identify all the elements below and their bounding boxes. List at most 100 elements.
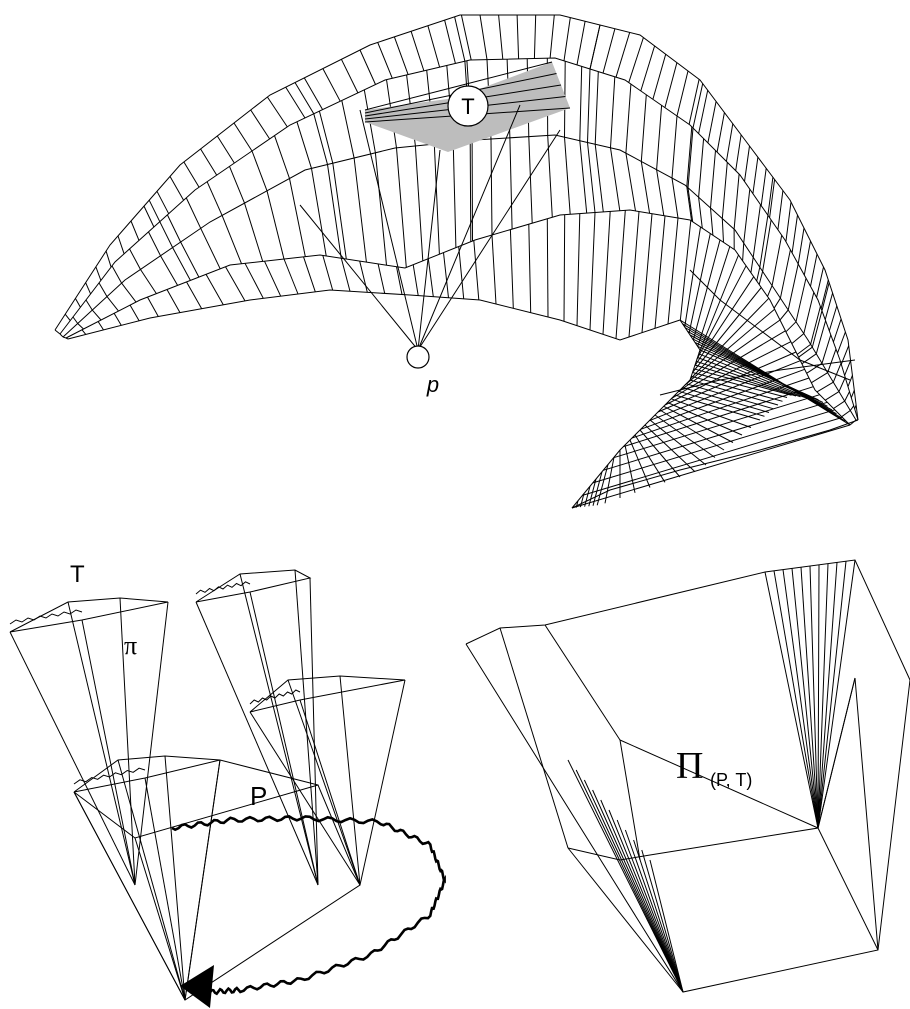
base-edge	[219, 759, 319, 786]
surface-hatch-line	[244, 263, 264, 299]
surface-hatch-line	[205, 274, 224, 306]
surface-hatch-line	[460, 14, 472, 61]
surface-hatch-line	[801, 353, 817, 365]
surface-hatch-line	[183, 161, 200, 188]
surface-hatch-line	[579, 66, 583, 141]
surface-hatch-line	[692, 372, 788, 398]
surface-hatch-line	[841, 410, 851, 418]
cone-edge	[294, 569, 319, 886]
surface-hatch-line	[844, 391, 850, 402]
surface-hatch-line	[762, 219, 772, 272]
surface-hatch-line	[443, 252, 449, 298]
surface-hatch-line	[588, 478, 597, 507]
surface-hatch-line	[582, 416, 843, 496]
cone-edge	[249, 711, 361, 886]
cone-edge	[67, 601, 136, 886]
surface-hatch-line	[649, 419, 707, 466]
surface-hatch-line	[854, 404, 857, 410]
surface-hatch-line	[623, 386, 814, 448]
cone-cap	[195, 581, 251, 595]
surface-hatch-line	[838, 377, 846, 392]
surface-hatch-line	[332, 163, 347, 260]
surface-hatch-line	[750, 257, 754, 273]
fan-line	[641, 849, 684, 993]
fan-line	[592, 789, 684, 993]
surface-hatch-line	[285, 86, 306, 119]
surface-hatch-line	[696, 360, 801, 398]
surface-hatch-line	[769, 179, 776, 218]
surface-hatch-line	[359, 49, 376, 85]
surface-hatch-line	[787, 263, 799, 311]
surface-hatch-line	[847, 375, 853, 387]
surface-hatch-line	[509, 229, 514, 309]
fan-line	[817, 562, 838, 829]
surface-hatch-line	[147, 296, 159, 317]
surface-hatch-line	[797, 227, 805, 265]
surface-hatch-line	[664, 62, 678, 108]
tile-strip	[364, 61, 553, 111]
cone-edge	[81, 619, 136, 886]
surface-hatch-line	[95, 266, 102, 281]
surface-hatch-line	[791, 214, 798, 253]
surface-meridian	[756, 177, 774, 282]
surface-mesh	[54, 14, 859, 509]
surface-hatch-line	[427, 25, 441, 68]
cone-rim	[195, 569, 312, 603]
point-p-label: p	[426, 372, 439, 397]
surface-hatch-line	[698, 353, 810, 399]
surface-hatch-line	[340, 59, 359, 94]
surface-hatch-line	[579, 493, 585, 508]
surface-hatch-line	[634, 434, 666, 483]
surface-hatch-line	[59, 333, 64, 338]
ray-line	[299, 204, 419, 351]
surface-hatch-line	[81, 329, 87, 335]
surface-hatch-line	[832, 363, 842, 383]
surface-hatch-line	[837, 331, 846, 354]
surface-hatch-line	[444, 19, 456, 64]
surface-hatch-line	[760, 168, 767, 206]
surface-hatch-line	[773, 297, 781, 309]
fan-line	[817, 559, 856, 829]
surface-hatch-line	[824, 292, 834, 320]
surface-lobe-curve	[659, 359, 856, 396]
surface-band-3	[65, 209, 851, 426]
surface-hatch-line	[98, 282, 108, 297]
surface-meridian	[586, 24, 601, 213]
surface-hatch-line	[216, 135, 235, 164]
surface-hatch-line	[396, 147, 407, 268]
surface-hatch-line	[576, 21, 586, 65]
ray-line	[417, 104, 521, 351]
surface-hatch-line	[785, 201, 792, 242]
surface-hatch-line	[639, 429, 681, 478]
surface-hatch-line	[97, 321, 104, 331]
surface-hatch-line	[533, 14, 537, 59]
surface-hatch-line	[340, 258, 351, 292]
surface-hatch-line	[850, 390, 855, 398]
surface-hatch-line	[698, 197, 703, 229]
surface-hatch-line	[393, 36, 409, 75]
surface-hatch-line	[628, 37, 644, 83]
surface-hatch-line	[603, 401, 828, 471]
surface-hatch-line	[571, 424, 851, 509]
fan-line	[800, 567, 819, 829]
surface-hatch-line	[640, 94, 647, 162]
surface-hatch-line	[733, 174, 740, 230]
surface-hatch-line	[697, 357, 806, 398]
surface-hatch-line	[91, 309, 102, 321]
fan-line	[567, 759, 684, 993]
cone-edge	[164, 755, 186, 1001]
surface-hatch-line	[686, 383, 774, 410]
surface-hatch-line	[671, 398, 752, 428]
surface-hatch-line	[318, 110, 334, 164]
cone-diagram	[9, 569, 406, 1001]
surface-hatch-line	[816, 381, 834, 393]
fan-line	[649, 859, 684, 993]
surface-meridian	[798, 282, 830, 358]
polytope-edge	[817, 827, 879, 951]
surface-hatch-line	[698, 90, 709, 134]
surface-meridian	[294, 82, 342, 259]
surface-hatch-line	[644, 424, 696, 473]
cone-edge	[144, 777, 186, 1001]
projection-rays	[299, 104, 561, 351]
surface-hatch-line	[691, 375, 783, 402]
